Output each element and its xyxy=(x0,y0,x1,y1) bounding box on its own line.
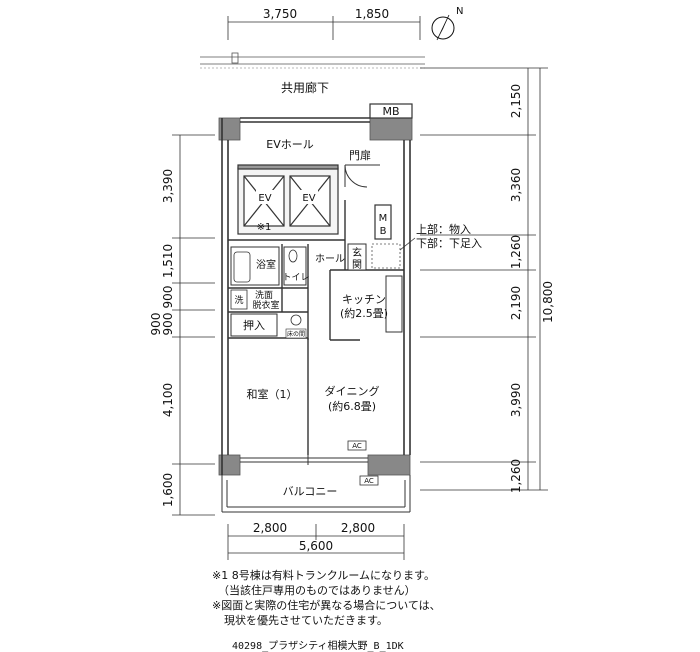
small-box-label: 床の間 xyxy=(287,330,305,338)
dim-right-2: 3,360 xyxy=(509,168,523,202)
kitchen-counter xyxy=(385,275,403,333)
shoe-storage xyxy=(371,243,401,269)
kitchen-label-1: キッチン xyxy=(342,293,386,306)
compass-label: N xyxy=(456,6,463,17)
balcony-windows xyxy=(240,455,368,465)
corridor-railing xyxy=(200,52,425,69)
notes-block: ※1 8号棟は有料トランクルームになります。 （当該住戸専用のものではありません… xyxy=(212,568,441,628)
balcony-label: バルコニー xyxy=(283,485,338,498)
note-line-3: ※図面と実際の住宅が異なる場合については、 xyxy=(212,599,441,612)
ev-1-label: EV xyxy=(258,193,271,204)
dim-top-2: 1,850 xyxy=(355,7,389,21)
balcony-area xyxy=(221,475,411,513)
mb-side-box xyxy=(374,204,392,240)
dim-left-6: 4,100 xyxy=(161,383,175,417)
top-dimensions xyxy=(227,16,421,40)
dim-right-6: 1,260 xyxy=(509,459,523,493)
elevator-block xyxy=(237,164,339,235)
washer-label: 洗 xyxy=(234,294,243,306)
washroom-label-2: 脱衣室 xyxy=(252,299,279,311)
small-box xyxy=(285,328,307,339)
dining-label-2: (約6.8畳) xyxy=(328,399,376,413)
gate-door xyxy=(344,164,380,188)
ac-indoor-unit xyxy=(347,440,367,451)
dim-left-4: 900 xyxy=(161,313,175,336)
toilet-bowl xyxy=(288,249,298,263)
ac-outdoor-unit xyxy=(359,475,379,486)
dim-top-1: 3,750 xyxy=(263,7,297,21)
dim-bottom-2: 2,800 xyxy=(341,521,375,535)
mb-top-box xyxy=(369,103,413,119)
ac-indoor-label: AC xyxy=(352,442,362,450)
outer-outline xyxy=(221,117,411,475)
dim-right-1: 2,150 xyxy=(509,84,523,118)
entrance-label-1: 玄 xyxy=(352,246,362,259)
mb-side-label-2: B xyxy=(380,226,387,237)
bottom-dimensions xyxy=(227,524,405,560)
kitchen-label-2: (約2.5畳) xyxy=(340,306,388,320)
storage-lower-label: 下部：下足入 xyxy=(416,236,482,250)
dim-right-total: 10,800 xyxy=(541,281,555,323)
dim-right-5: 3,990 xyxy=(509,383,523,417)
ac-outdoor-label: AC xyxy=(364,477,374,485)
right-dimensions xyxy=(420,67,548,491)
ev-hall-label: EVホール xyxy=(266,138,313,151)
dim-right-3: 1,260 xyxy=(509,235,523,269)
note-line-1: ※1 8号棟は有料トランクルームになります。 xyxy=(212,569,435,582)
north-compass-icon xyxy=(431,14,455,41)
note-line-2: （当該住戸専用のものではありません） xyxy=(218,584,416,597)
washroom-label-1: 洗面 xyxy=(255,289,273,301)
dim-right-4: 2,190 xyxy=(509,286,523,320)
washitsu-label: 和室（1） xyxy=(247,387,298,401)
toilet-label: トイレ xyxy=(282,273,309,283)
bath-label: 浴室 xyxy=(256,258,276,271)
mb-side-label-1: M xyxy=(379,213,388,224)
dim-left-7: 1,600 xyxy=(161,473,175,507)
mb-top-label: MB xyxy=(382,105,399,118)
storage-upper-label: 上部：物入 xyxy=(416,222,471,236)
entrance-box xyxy=(347,243,367,271)
note-mark-label: ※1 xyxy=(257,222,272,233)
note-line-4: 現状を優先させていただきます。 xyxy=(224,614,388,627)
left-dimensions xyxy=(172,134,215,516)
unit-walls xyxy=(218,117,413,476)
dining-label-1: ダイニング xyxy=(325,384,380,398)
dim-left-2: 1,510 xyxy=(161,244,175,278)
gate-label: 門扉 xyxy=(349,149,371,162)
plan-caption: 40298_プラザシティ相模大野_B_1DK xyxy=(232,641,404,652)
dim-bottom-1: 2,800 xyxy=(253,521,287,535)
corridor-label: 共用廊下 xyxy=(281,80,329,95)
hall-label: ホール xyxy=(315,253,345,265)
closet-label: 押入 xyxy=(243,318,265,332)
dim-left-5: 900 xyxy=(149,313,163,336)
dim-left-3: 900 xyxy=(161,286,175,309)
closet-box xyxy=(230,313,278,337)
bathtub xyxy=(233,251,251,283)
entrance-label-2: 関 xyxy=(352,259,362,271)
dim-left-1: 3,390 xyxy=(161,169,175,203)
ev-2-label: EV xyxy=(302,193,315,204)
sink-icon xyxy=(290,314,302,326)
partitions xyxy=(228,200,404,455)
dim-bottom-total: 5,600 xyxy=(299,539,333,553)
washer-box xyxy=(230,289,248,310)
